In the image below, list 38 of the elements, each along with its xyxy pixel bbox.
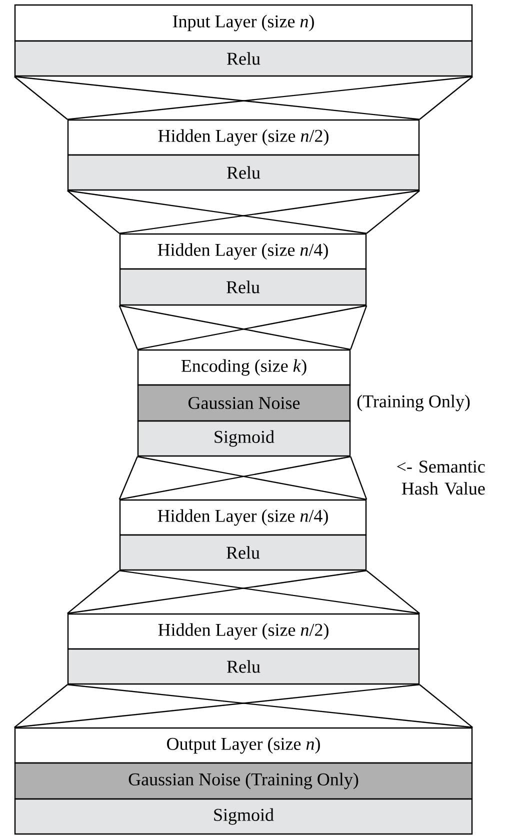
layer-box: Hidden Layer (size n/4)	[119, 233, 367, 270]
connection-line	[14, 684, 420, 728]
layer-box: Input Layer (size n)	[14, 4, 473, 42]
activation-box: Relu	[67, 154, 420, 191]
connection-line	[419, 76, 473, 120]
activation-box: Relu	[119, 534, 367, 571]
connection-line	[67, 190, 367, 234]
activation-box: Relu	[67, 648, 420, 685]
activation-box: Relu	[119, 268, 367, 306]
connection-line	[350, 456, 368, 500]
activation-box: Gaussian Noise	[137, 384, 351, 422]
layer-box: Output Layer (size n)	[14, 727, 473, 764]
connection-line	[67, 76, 473, 120]
side-note: (Training Only)	[357, 394, 470, 412]
connection-line	[119, 570, 420, 614]
layer-box: Hidden Layer (size n/4)	[119, 499, 367, 536]
activation-box: Gaussian Noise (Training Only)	[14, 762, 473, 800]
layer-box: Hidden Layer (size n/2)	[67, 119, 420, 156]
connection-line	[118, 456, 138, 500]
connection-line	[67, 684, 473, 728]
connection-line	[67, 570, 120, 614]
connection-line	[118, 305, 138, 350]
connection-line	[119, 190, 420, 234]
connection-line	[366, 570, 420, 614]
connection-line	[67, 570, 367, 614]
connection-line	[14, 76, 420, 120]
activation-box: Sigmoid	[137, 420, 351, 457]
side-note: <- Semantic Hash Value	[397, 460, 485, 495]
connection-line	[419, 684, 473, 728]
activation-box: Relu	[14, 40, 473, 77]
connection-line	[14, 684, 68, 728]
layer-box: Encoding (size k)	[137, 349, 351, 386]
layer-box: Hidden Layer (size n/2)	[67, 613, 420, 650]
connection-line	[366, 190, 420, 234]
activation-box: Sigmoid	[14, 798, 473, 835]
connection-line	[350, 305, 368, 350]
connection-line	[14, 76, 68, 120]
connection-line	[67, 190, 120, 234]
